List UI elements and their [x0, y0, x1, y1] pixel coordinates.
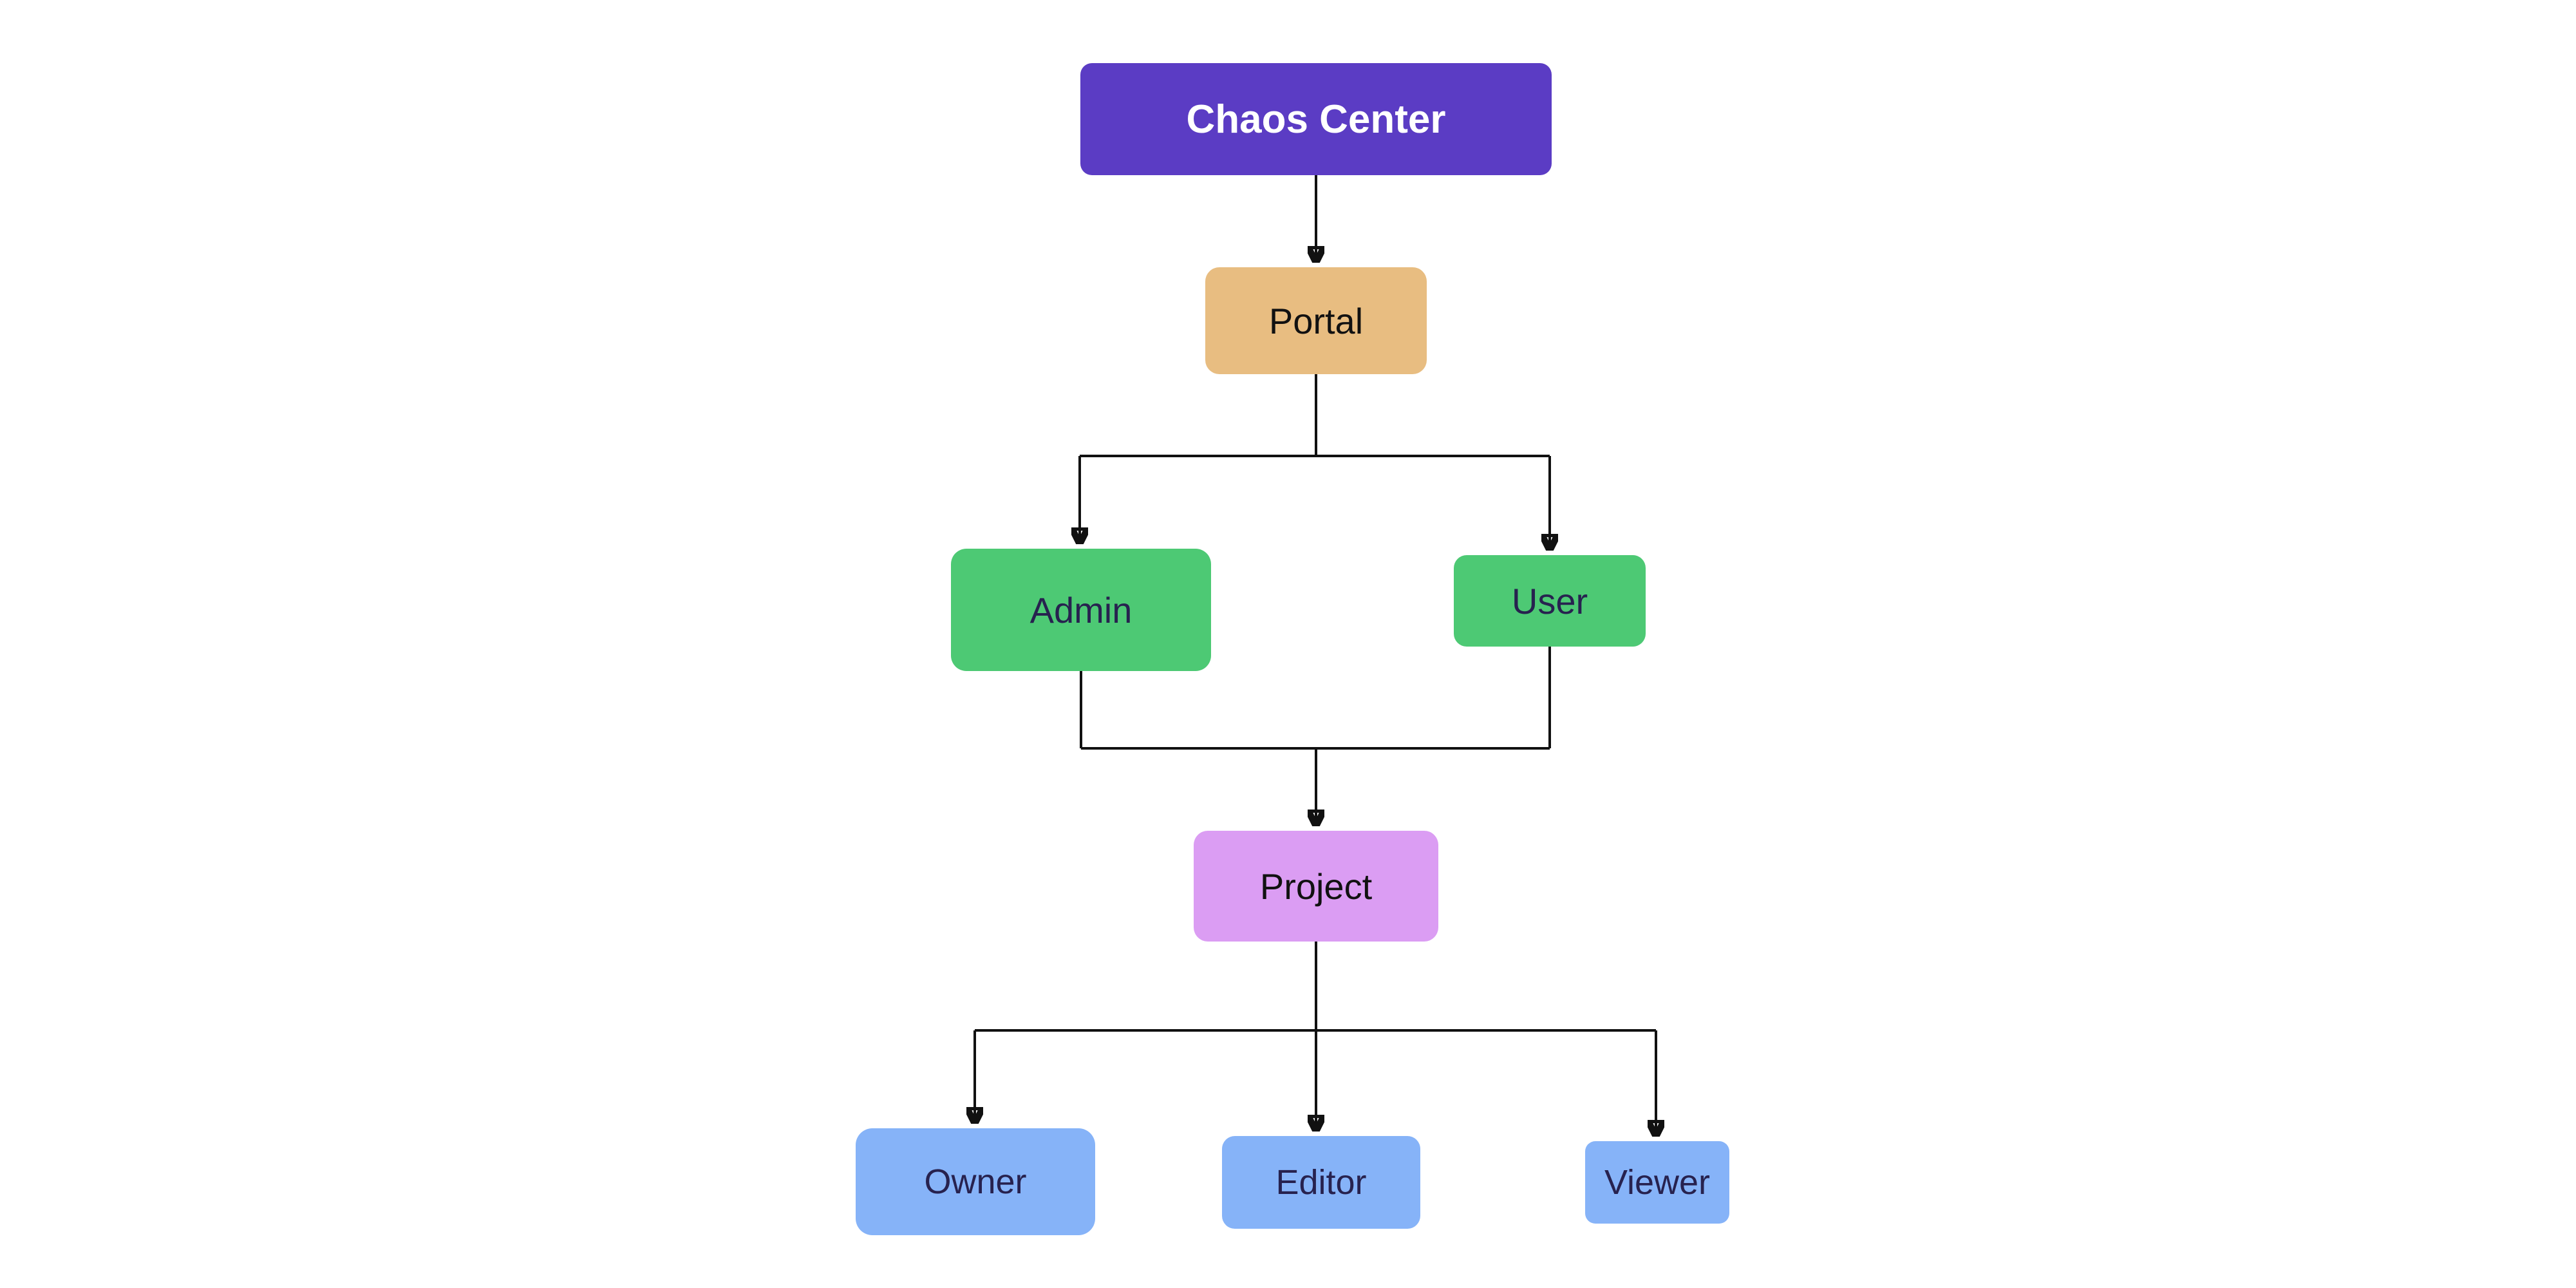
node-user: User — [1454, 555, 1646, 647]
node-viewer-label: Viewer — [1604, 1163, 1711, 1202]
node-viewer: Viewer — [1585, 1141, 1729, 1224]
node-chaos-center: Chaos Center — [1080, 63, 1552, 175]
node-portal: Portal — [1205, 267, 1427, 374]
node-editor-label: Editor — [1275, 1163, 1367, 1202]
node-project-label: Project — [1259, 866, 1373, 907]
node-user-label: User — [1511, 580, 1588, 621]
node-admin-label: Admin — [1029, 589, 1133, 630]
node-owner-label: Owner — [924, 1162, 1027, 1201]
node-chaos-center-label: Chaos Center — [1186, 97, 1446, 142]
node-admin: Admin — [951, 549, 1211, 671]
node-editor: Editor — [1222, 1136, 1420, 1229]
node-portal-label: Portal — [1268, 300, 1364, 341]
node-project: Project — [1194, 831, 1438, 942]
node-owner: Owner — [856, 1128, 1095, 1235]
